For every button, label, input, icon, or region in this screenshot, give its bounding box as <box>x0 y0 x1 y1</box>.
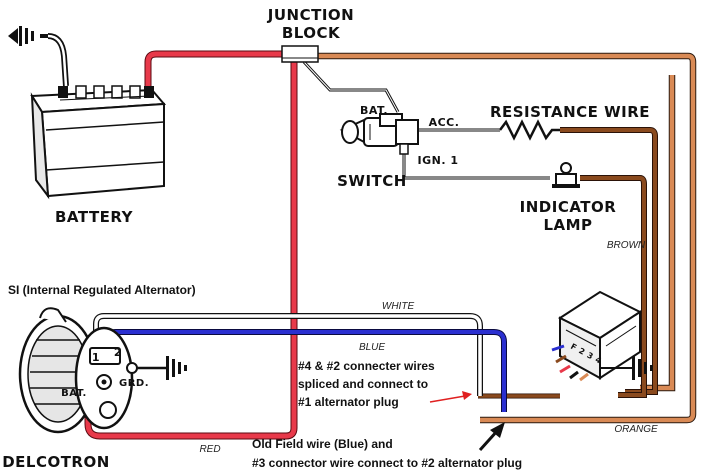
switch-ign-label: IGN. 1 <box>418 154 459 167</box>
junction-label-line2: BLOCK <box>282 24 341 42</box>
orange-wire-label: ORANGE <box>614 424 658 435</box>
battery-label: BATTERY <box>55 208 134 226</box>
battery <box>30 33 167 200</box>
indicator-label-line1: INDICATOR <box>520 198 617 216</box>
field-wire-arrow <box>478 422 505 452</box>
delcotron-label: DELCOTRON <box>2 453 110 471</box>
junction-block <box>281 45 319 63</box>
red-wire <box>144 50 290 92</box>
indicator-label-line2: LAMP <box>543 216 592 234</box>
blue-wire-label: BLUE <box>359 342 385 353</box>
alternator-grd-label: GRD. <box>119 378 149 389</box>
ground-icon <box>600 356 653 380</box>
alternator-pin1-label: 1 <box>92 351 100 364</box>
splice-note-line3: #1 alternator plug <box>298 395 399 409</box>
voltage-regulator <box>551 290 643 382</box>
ignition-switch <box>339 113 419 155</box>
indicator-lamp <box>552 162 580 188</box>
switch-acc-label: ACC. <box>429 116 460 129</box>
alternator-pin2-label: 2 <box>114 346 122 359</box>
splice-arrow <box>429 391 472 403</box>
switch-bat-label: BAT. <box>360 104 388 117</box>
alternator <box>18 307 138 434</box>
ground-icon <box>136 356 187 380</box>
field-note-line2: #3 connector wire connect to #2 alternat… <box>252 456 522 470</box>
splice-note-line1: #4 & #2 connecter wires <box>298 359 435 373</box>
resistance-wire-label: RESISTANCE WIRE <box>490 103 650 121</box>
alternator-title: SI (Internal Regulated Alternator) <box>8 283 196 297</box>
brown-wire-label: BROWN <box>607 240 646 251</box>
ground-icon <box>8 26 34 46</box>
white-wire-label: WHITE <box>382 301 415 312</box>
alternator-bat-label: BAT. <box>61 388 87 399</box>
resistance-wire <box>499 119 560 141</box>
red-wire-label: RED <box>199 444 220 455</box>
splice-note-line2: spliced and connect to <box>298 377 428 391</box>
field-note-line1: Old Field wire (Blue) and <box>252 437 393 451</box>
junction-label-line1: JUNCTION <box>267 6 354 24</box>
switch-label: SWITCH <box>337 172 407 190</box>
